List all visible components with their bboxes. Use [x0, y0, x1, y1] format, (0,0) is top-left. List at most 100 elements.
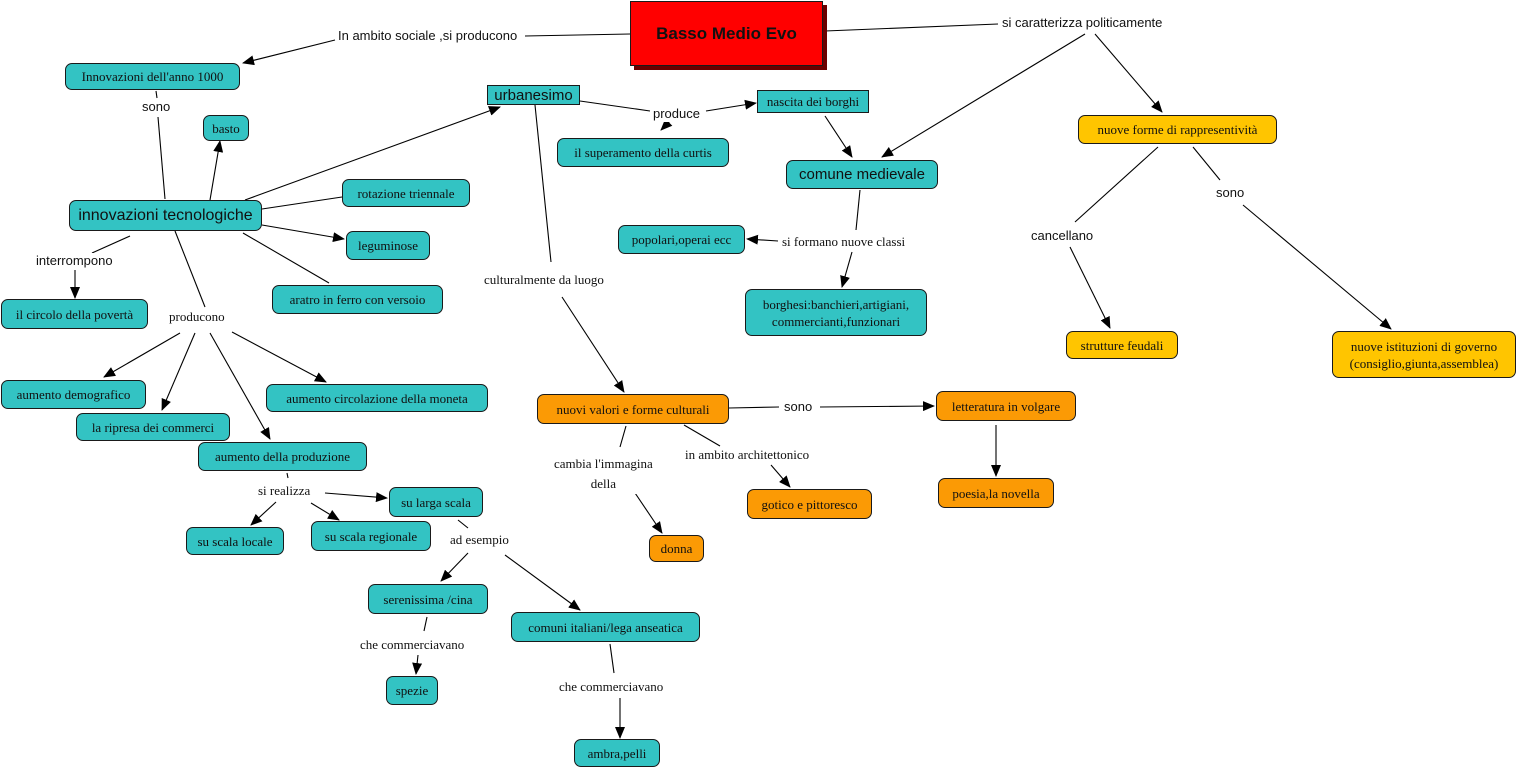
connector: [881, 33, 1086, 158]
label-sono-innovazioni: sono: [140, 99, 173, 115]
connector: [310, 502, 340, 521]
connector: [209, 332, 271, 440]
node-aumento-circolazione-moneta[interactable]: aumento circolazione della moneta: [266, 384, 488, 412]
node-nuovi-valori[interactable]: nuovi valori e forme culturali: [537, 394, 729, 424]
connector: [1069, 246, 1111, 329]
connector: [1094, 33, 1163, 113]
connector: [840, 251, 853, 288]
node-circolo-poverta[interactable]: il circolo della povertà: [1, 299, 148, 329]
node-su-scala-locale[interactable]: su scala locale: [186, 527, 284, 555]
connector: [770, 464, 791, 488]
connector: [630, 486, 663, 534]
connector: [324, 492, 388, 503]
node-nuove-istituzioni-line2: (consiglio,giunta,assemblea): [1349, 355, 1499, 371]
label-sono-valori: sono: [782, 399, 815, 415]
connector: [534, 104, 552, 263]
node-innovazioni-anno-1000[interactable]: Innovazioni dell'anno 1000: [65, 63, 240, 90]
label-sono-forme: sono: [1214, 185, 1247, 201]
node-comune-medievale[interactable]: comune medievale: [786, 160, 938, 189]
connector: [683, 424, 721, 447]
node-ambra-pelli[interactable]: ambra,pelli: [574, 739, 660, 767]
label-ambito-sociale: In ambito sociale ,si producono: [336, 28, 520, 44]
node-comuni-italiani[interactable]: comuni italiani/lega anseatica: [511, 612, 700, 642]
title-node-basso-medio-evo[interactable]: Basso Medio Evo: [630, 1, 823, 66]
label-ambito-architettonico: in ambito architettonico: [683, 447, 812, 463]
connector: [746, 234, 779, 245]
node-nascita-borghi[interactable]: nascita dei borghi: [757, 90, 869, 113]
connector: [250, 501, 277, 526]
connector: [174, 230, 206, 308]
label-ad-esempio: ad esempio: [448, 532, 511, 548]
connector: [286, 472, 289, 479]
label-interrompono: interrompono: [34, 253, 115, 269]
node-poesia-novella[interactable]: poesia,la novella: [938, 478, 1054, 508]
connector: [261, 224, 345, 243]
connector: [244, 106, 501, 201]
connector: [824, 23, 999, 32]
connector: [412, 654, 423, 675]
node-borghesi[interactable]: borghesi:banchieri,artigiani, commercian…: [745, 289, 927, 336]
node-aumento-produzione[interactable]: aumento della produzione: [198, 442, 367, 471]
label-cambia-immagine: cambia l'immagina della: [552, 454, 655, 494]
connector: [103, 332, 181, 378]
node-su-larga-scala[interactable]: su larga scala: [389, 487, 483, 517]
connector: [440, 552, 469, 582]
node-leguminose[interactable]: leguminose: [346, 231, 430, 260]
label-si-caratterizza: si caratterizza politicamente: [1000, 15, 1165, 31]
label-cambia-line2: della: [590, 476, 616, 491]
node-serenissima-cina[interactable]: serenissima /cina: [368, 584, 488, 614]
node-basto[interactable]: basto: [203, 115, 249, 141]
label-cambia-line1: cambia l'immagina: [554, 456, 653, 471]
node-popolari[interactable]: popolari,operai ecc: [618, 225, 745, 254]
connector: [819, 401, 935, 412]
node-nuove-istituzioni-line1: nuove istituzioni di governo: [1350, 338, 1498, 354]
node-borghesi-line1: borghesi:banchieri,artigiani,: [762, 296, 910, 312]
node-spezie[interactable]: spezie: [386, 676, 438, 705]
node-innovazioni-tecnologiche[interactable]: innovazioni tecnologiche: [69, 200, 262, 231]
node-aratro[interactable]: aratro in ferro con versoio: [272, 285, 443, 314]
node-urbanesimo[interactable]: urbanesimo: [487, 85, 580, 105]
connector: [1192, 146, 1221, 181]
connector: [209, 140, 224, 201]
connector: [705, 99, 757, 112]
label-che-commerciavano-ambra: che commerciavano: [557, 679, 666, 695]
node-gotico-pittoresco[interactable]: gotico e pittoresco: [747, 489, 872, 519]
node-ripresa-commerci[interactable]: la ripresa dei commerci: [76, 413, 230, 441]
label-produce: produce: [651, 106, 702, 122]
connector: [231, 331, 327, 383]
connector: [1074, 146, 1159, 223]
connector: [728, 406, 780, 409]
connector: [161, 332, 196, 411]
connector: [457, 519, 469, 529]
connector: [1242, 204, 1392, 330]
node-strutture-feudali[interactable]: strutture feudali: [1066, 331, 1178, 359]
connector: [619, 425, 627, 448]
label-si-formano-nuove-classi: si formano nuove classi: [780, 234, 908, 250]
label-si-realizza: si realizza: [256, 483, 313, 499]
connector: [423, 616, 428, 632]
connector: [261, 196, 343, 210]
connector: [579, 100, 651, 112]
node-donna[interactable]: donna: [649, 535, 704, 562]
node-nuove-istituzioni[interactable]: nuove istituzioni di governo (consiglio,…: [1332, 331, 1516, 378]
connector: [242, 232, 330, 284]
connector: [157, 116, 166, 200]
label-culturalmente: culturalmente da luogo: [482, 272, 606, 288]
connector: [242, 39, 336, 66]
connector: [155, 90, 158, 99]
connector: [824, 115, 853, 158]
node-letteratura-volgare[interactable]: letteratura in volgare: [936, 391, 1076, 421]
label-cancellano: cancellano: [1029, 228, 1096, 244]
node-rotazione-triennale[interactable]: rotazione triennale: [342, 179, 470, 207]
label-che-commerciavano-spezie: che commerciavano: [358, 637, 467, 653]
node-superamento-curtis[interactable]: il superamento della curtis: [557, 138, 729, 167]
connector: [524, 33, 631, 37]
connector: [609, 643, 615, 674]
label-producono: producono: [167, 309, 227, 325]
node-nuove-forme-rappresentivita[interactable]: nuove forme di rappresentività: [1078, 115, 1277, 144]
node-aumento-demografico[interactable]: aumento demografico: [1, 380, 146, 409]
connector: [504, 554, 581, 611]
connector: [561, 296, 625, 393]
node-su-scala-regionale[interactable]: su scala regionale: [311, 521, 431, 551]
